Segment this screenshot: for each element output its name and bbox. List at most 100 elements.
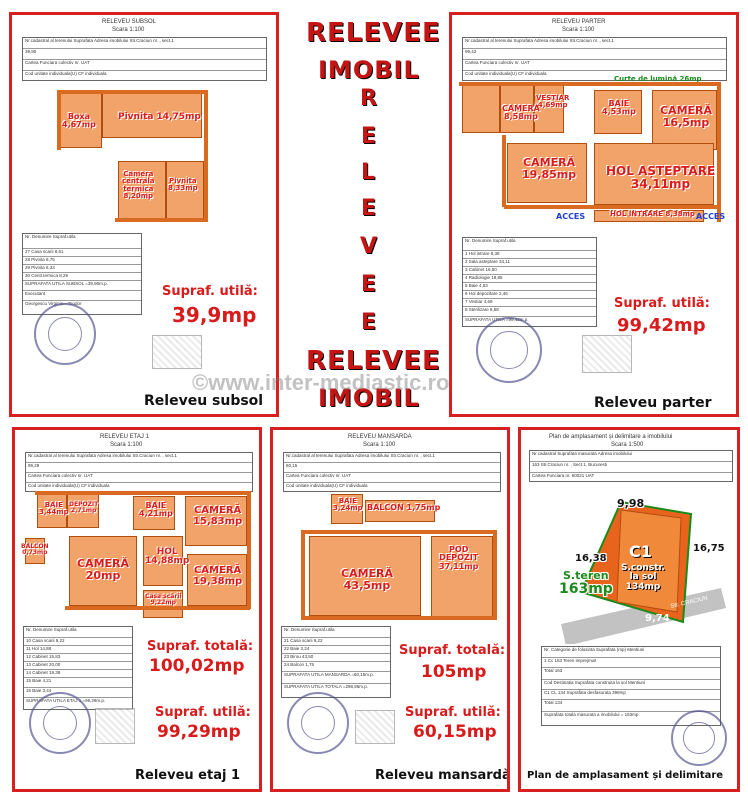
etaj-floor-plan: BAIE 3,44mp DEPOZIT 2,71mp BAIE 4,21mp C…	[21, 491, 255, 622]
parter-wall	[504, 205, 719, 209]
parter-sheet-title: RELEVEU PARTER	[552, 19, 606, 25]
etaj-wall	[247, 491, 251, 609]
mansarda-room	[331, 494, 363, 524]
mansarda-room-label: POD DEPOZIT 37,11mp	[439, 545, 479, 571]
amplasament-lot-code: C1	[629, 542, 652, 561]
parter-table-row: 6 Hol depozitare 2,46	[463, 290, 596, 296]
etaj-stamp	[29, 692, 91, 754]
amplasament-stamp	[671, 710, 727, 766]
subsol-area-value: 39,9mp	[172, 303, 257, 327]
parter-wall	[459, 82, 721, 86]
subsol-header-row: Nr.cadastral al terenului Suprafata Adre…	[25, 38, 174, 43]
amplasament-header-table: Nr.cadastral Suprafata masurata Adresa i…	[529, 450, 733, 482]
subsol-wall	[115, 218, 208, 222]
etaj-room-label: DEPOZIT 2,71mp	[69, 501, 99, 515]
amplasament-area-table: Nr. Categorie de folosinta Suprafata (mp…	[541, 646, 721, 726]
parter-table-row: 3 Cabinet 16,50	[463, 266, 596, 272]
parter-caption: Releveu parter	[594, 395, 712, 411]
etaj-area-util-value: 99,29mp	[157, 722, 241, 742]
etaj-signature	[95, 708, 135, 744]
mansarda-table-row: 22 Baie 3,24	[282, 645, 390, 651]
mansarda-caption: Releveu mansardă	[375, 768, 510, 783]
subsol-room-label: Pivnita 8,33mp	[168, 177, 198, 193]
mansarda-area-total-label: Supraf. totală:	[399, 643, 506, 658]
etaj-room-label: CAMERĂ 19,38mp	[193, 565, 243, 587]
etaj-room	[69, 536, 137, 606]
parter-header-row: Cartea Funciara colectiv nr. UAT	[463, 59, 726, 65]
etaj-table-row: 15 Baie 4,21	[24, 677, 132, 683]
parter-room	[594, 210, 704, 222]
etaj-room	[25, 538, 45, 564]
parter-room-label: BAIE 4,53mp	[602, 99, 636, 117]
parter-header-table: Nr.cadastral al terenului Suprafata Adre…	[462, 37, 727, 81]
parter-area-table: Nr. Denumire Supraf.utila 1 Hol intrare …	[462, 237, 597, 327]
amplasament-table-row: Total 163	[542, 667, 720, 673]
panel-amplasament: Plan de amplasament și delimitare a imob…	[518, 427, 740, 792]
parter-access-left: ACCES	[556, 212, 586, 221]
etaj-area-total-label: Supraf. totală:	[147, 639, 254, 654]
mansarda-header-row: Cartea Funciara colectiv nr. UAT	[284, 472, 500, 478]
etaj-room-label: Casa scării 9,22mp	[145, 593, 182, 607]
center-vertical-letter: E	[361, 272, 377, 297]
panel-parter: RELEVEU PARTER Scara 1:100 Nr.cadastral …	[449, 12, 739, 417]
etaj-wall	[65, 606, 250, 610]
subsol-sheet-title: RELEVEU SUBSOL	[102, 19, 157, 25]
parter-sheet-scale: Scara 1:100	[562, 27, 595, 33]
mansarda-room-label: BAIE 3,24mp	[333, 497, 363, 513]
parter-table-row: 4 Radiologie 19,85	[463, 274, 596, 280]
etaj-room	[185, 496, 247, 546]
subsol-header-row: 39,90	[23, 48, 266, 54]
mansarda-floor-plan: BAIE 3,24mp BALCON 1,75mp POD DEPOZIT 37…	[281, 494, 503, 622]
etaj-room	[187, 554, 247, 606]
parter-table-row: SUPRAFATA UTILA =99,42m.p.	[463, 316, 596, 322]
subsol-room-label: Pivnita 14,75mp	[118, 112, 201, 122]
parter-room-label: CAMERĂ 19,85mp	[522, 156, 577, 181]
parter-signature	[582, 335, 632, 373]
center-title-bottom-1: RELEVEE	[306, 346, 441, 376]
parter-room	[500, 85, 534, 133]
subsol-floor-plan: Boxa 4,67mp Pivnita 14,75mp Camera centr…	[57, 90, 220, 223]
subsol-signature	[152, 335, 202, 369]
building-c1	[616, 509, 682, 613]
mansarda-signature	[355, 710, 395, 744]
etaj-table-row: 12 Cabinet 15,83	[24, 653, 132, 659]
amplasament-header-row: 163 Str.Craciun nr. , Sect.1, Bucuresti	[530, 461, 732, 467]
subsol-table-row: 28 Pivnita 8,75	[23, 256, 141, 262]
parter-table-row: 5 Baie 4,53	[463, 282, 596, 288]
subsol-wall	[57, 90, 61, 150]
etaj-wall	[35, 491, 250, 495]
parter-header-row: 99,42	[463, 48, 726, 54]
parter-header-row: Cod unitate individuala(U) CF individual…	[463, 70, 726, 76]
subsol-table-row: Nr. Denumire Supraf.utila	[25, 234, 76, 239]
etaj-header-row: Cartea Funciara colectiv nr. UAT	[26, 472, 252, 478]
parter-room-label: HOL AȘTEPTARE 34,11mp	[606, 164, 716, 191]
etaj-table-row: 16 Baie 3,44	[24, 687, 132, 693]
mansarda-room-label: CAMERĂ 43,5mp	[341, 567, 394, 592]
parter-room-label: CAMERĂ 8,58mp	[502, 104, 540, 122]
mansarda-room	[365, 500, 435, 522]
subsol-room-label: Boxa 4,67mp	[62, 112, 96, 130]
subsol-room-pivnita-1	[102, 93, 202, 138]
parter-room	[652, 90, 717, 150]
etaj-table-row: 11 Hol 14,88	[24, 645, 132, 651]
mansarda-wall	[301, 616, 497, 620]
mansarda-area-util-label: Supraf. utilă:	[405, 705, 501, 720]
parter-room-label: HOL INTRARE 8,38mp	[610, 210, 695, 218]
etaj-table-row: Nr. Denumire Supraf.utila	[26, 627, 77, 632]
subsol-wall	[204, 90, 208, 222]
center-vertical-letter: E	[361, 196, 377, 221]
mansarda-sheet-scale: Scara 1:100	[363, 442, 396, 448]
parter-floor-plan: CAMERĂ 8,58mp VESTIAR 4,69mp BAIE 4,53mp…	[459, 82, 727, 225]
center-vertical-letter: E	[361, 310, 377, 335]
subsol-header-table: Nr.cadastral al terenului Suprafata Adre…	[22, 37, 267, 81]
etaj-header-row: Cod unitate individuala(U) CF individual…	[26, 482, 252, 488]
parter-room	[594, 90, 642, 134]
subsol-room-pivnita-2	[166, 161, 204, 219]
amplasament-table-row: Total 134	[542, 699, 720, 705]
subsol-table-row: SUPRAFATA UTILA SUBSOL =39,90m.p.	[23, 280, 141, 286]
parter-green-label: Curte de lumină 26mp	[614, 75, 702, 83]
subsol-table-row: 29 Pivnita 8,33	[23, 264, 141, 270]
mansarda-area-total-value: 105mp	[421, 662, 487, 682]
parter-area-label: Supraf. utilă:	[614, 296, 710, 311]
etaj-sheet-scale: Scara 1:100	[110, 442, 143, 448]
